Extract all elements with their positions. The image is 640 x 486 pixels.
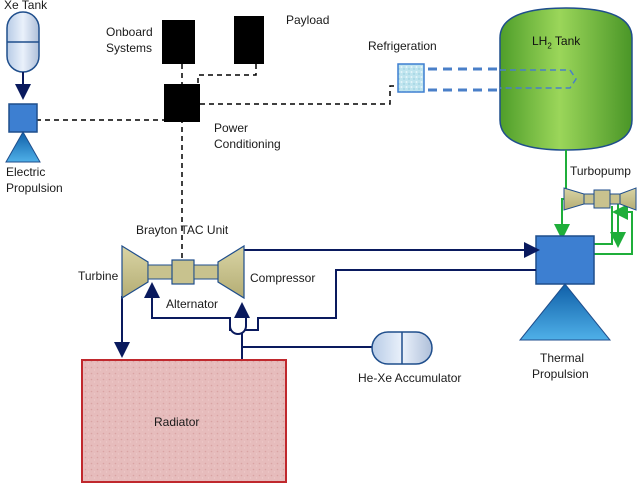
payload-label: Payload	[286, 13, 330, 27]
lh2-tank-label: LH2 Tank	[532, 34, 581, 51]
turbine-shape	[121, 244, 149, 300]
thermal-nozzle	[518, 283, 612, 341]
alternator-label: Alternator	[166, 297, 219, 311]
electric-thruster-block	[8, 103, 38, 133]
compressor-label: Compressor	[250, 271, 316, 285]
line-crossover-hop	[229, 318, 247, 335]
he-xe-accumulator-label: He-Xe Accumulator	[358, 371, 462, 385]
turbopump-label: Turbopump	[570, 164, 631, 178]
power-lines	[36, 64, 398, 260]
xe-tank-label: Xe Tank	[4, 0, 48, 12]
turbine-label: Turbine	[78, 269, 119, 283]
payload-to-power-line	[197, 64, 257, 84]
electric-propulsion-label-line2: Propulsion	[6, 181, 63, 195]
compressor-shape	[217, 244, 245, 300]
thermal-propulsion-label-line1: Thermal	[540, 351, 585, 365]
power-conditioning-label-line1: Power	[214, 121, 249, 135]
lh2-tank	[499, 7, 633, 151]
thermal-reactor-block	[535, 235, 595, 285]
tank-internal-coil	[500, 69, 577, 89]
refrigeration-coolant-lines	[428, 67, 568, 92]
brayton-tac-unit	[121, 244, 245, 300]
electric-nozzle	[5, 130, 41, 163]
thermal-propulsion-label-line2: Propulsion	[532, 367, 589, 381]
payload-box	[234, 16, 264, 64]
alternator-shape	[171, 259, 195, 285]
power-conditioning-box	[164, 84, 200, 122]
onboard-systems-box	[162, 20, 195, 64]
brayton-tac-unit-label: Brayton TAC Unit	[136, 223, 229, 237]
he-xe-accumulator	[371, 331, 433, 365]
refrigeration-unit	[397, 63, 425, 93]
power-to-refrigeration-line	[200, 85, 398, 105]
electric-propulsion-label-line1: Electric	[6, 165, 46, 179]
turbopump	[563, 187, 637, 211]
radiator-label: Radiator	[154, 415, 200, 429]
onboard-systems-label-line2: Systems	[106, 41, 153, 55]
radiator	[81, 359, 287, 483]
xe-tank	[6, 11, 40, 73]
power-conditioning-label-line2: Conditioning	[214, 137, 281, 151]
refrigeration-label: Refrigeration	[368, 39, 437, 53]
onboard-systems-label-line1: Onboard	[106, 25, 153, 39]
